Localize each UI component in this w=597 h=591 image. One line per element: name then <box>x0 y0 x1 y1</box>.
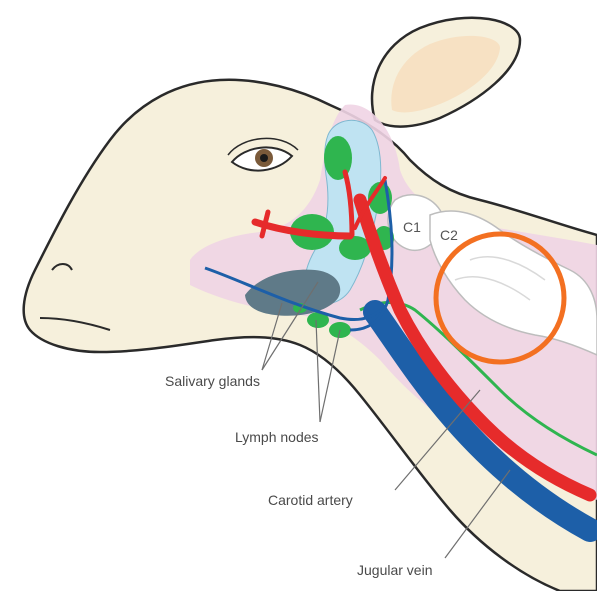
salivary-glands-label: Salivary glands <box>165 373 260 389</box>
carotid-artery-label: Carotid artery <box>268 492 353 508</box>
c1-label: C1 <box>403 219 421 235</box>
jugular-vein-label: Jugular vein <box>357 562 433 578</box>
c2-label: C2 <box>440 227 458 243</box>
lymph-nodes-label: Lymph nodes <box>235 429 319 445</box>
